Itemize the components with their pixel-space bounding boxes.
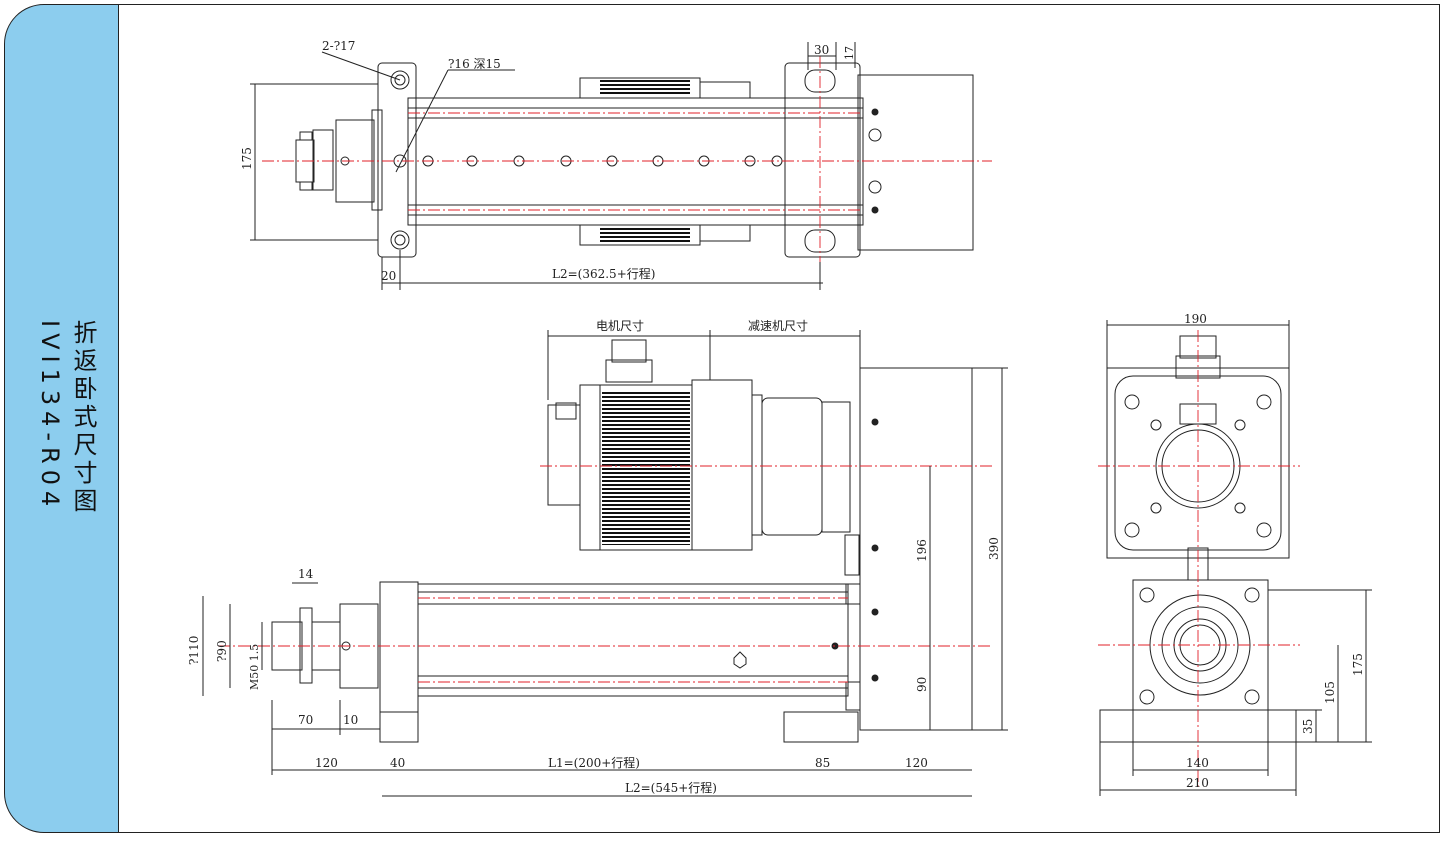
drawing-title: 折返卧式尺寸图: [69, 320, 97, 516]
dim-slot-17: 17: [843, 46, 856, 60]
top-left-plate: [377, 62, 417, 258]
dim-10: 10: [343, 713, 358, 727]
hole-label: 2-?17: [322, 39, 355, 53]
dim-175-end: 175: [1351, 653, 1365, 676]
dim-slot-30: 30: [814, 43, 829, 57]
dim-196: 196: [915, 539, 929, 562]
motor-size-label: 电机尺寸: [596, 319, 644, 333]
dim-120-left: 120: [315, 756, 338, 770]
dim-190: 190: [1184, 312, 1207, 326]
sidebar-tab: [4, 4, 119, 833]
dim-dia-110: ?110: [187, 636, 201, 665]
dim-l2: L2=(545+行程): [625, 780, 717, 795]
reducer-size-label: 减速机尺寸: [748, 319, 808, 333]
dim-210: 210: [1186, 776, 1209, 790]
dim-90: 90: [915, 677, 929, 692]
sidebar-labels: 折返卧式尺寸图 IVI134-R04: [4, 260, 119, 520]
dim-dia-90: ?90: [215, 640, 229, 662]
dim-390: 390: [987, 537, 1001, 560]
dim-140: 140: [1186, 756, 1209, 770]
bore-label: ?16 深15: [448, 57, 501, 71]
dim-thread: M50 1.5: [248, 644, 261, 690]
top-view: [250, 42, 992, 290]
dim-14: 14: [298, 567, 314, 581]
dim-35: 35: [1301, 719, 1315, 734]
end-view: [1098, 320, 1372, 796]
dim-70: 70: [298, 713, 313, 727]
dim-105: 105: [1323, 681, 1337, 704]
side-view: [202, 330, 1008, 797]
model-number: IVI134-R04: [36, 320, 64, 513]
dim-top-175: 175: [240, 147, 254, 170]
dim-top-l2: L2=(362.5+行程): [552, 266, 655, 281]
dim-85: 85: [815, 756, 830, 770]
drawing-area: [118, 4, 1440, 833]
dim-40: 40: [390, 756, 405, 770]
dim-l1: L1=(200+行程): [548, 755, 640, 770]
dim-top-20: 20: [381, 269, 396, 283]
dim-120-right: 120: [905, 756, 928, 770]
